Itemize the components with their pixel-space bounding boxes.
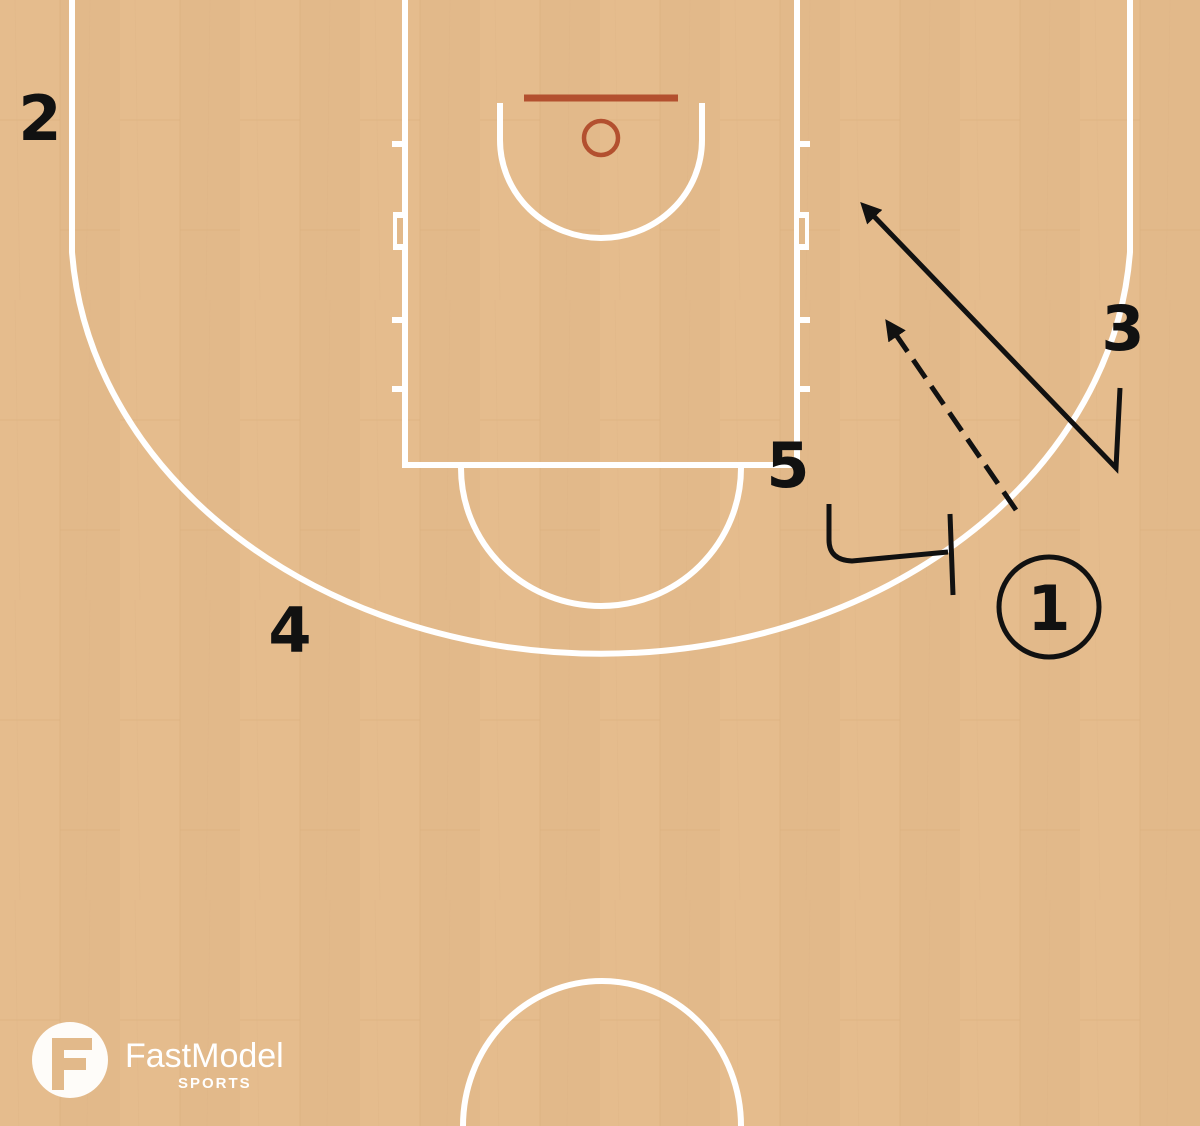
player-5-label: 5: [766, 429, 809, 502]
player-3-label: 3: [1101, 292, 1144, 365]
three-point-line: [69, 0, 1133, 657]
logo-tagline: SPORTS: [178, 1075, 252, 1092]
logo-name: FastModel: [125, 1037, 284, 1075]
player-1-label: 1: [1027, 572, 1070, 645]
screen-path-player-5: [826, 504, 949, 564]
fastmodel-logo: FastModel SPORTS: [32, 1022, 284, 1098]
ball-handler-circle: [996, 554, 1102, 660]
center-circle: [460, 978, 744, 1126]
play-actions: [826, 201, 1123, 596]
fastmodel-f-logo-icon: [32, 1022, 108, 1098]
free-throw-circle: [458, 467, 744, 609]
cut-line-player-3: [860, 201, 1123, 474]
player-4-label: 4: [268, 594, 311, 667]
player-2-label: 2: [18, 82, 61, 155]
restricted-area-arc: [497, 103, 705, 241]
rim: [581, 118, 621, 158]
dribble-line-player-1: [885, 319, 1019, 512]
screen-bar: [947, 513, 956, 596]
